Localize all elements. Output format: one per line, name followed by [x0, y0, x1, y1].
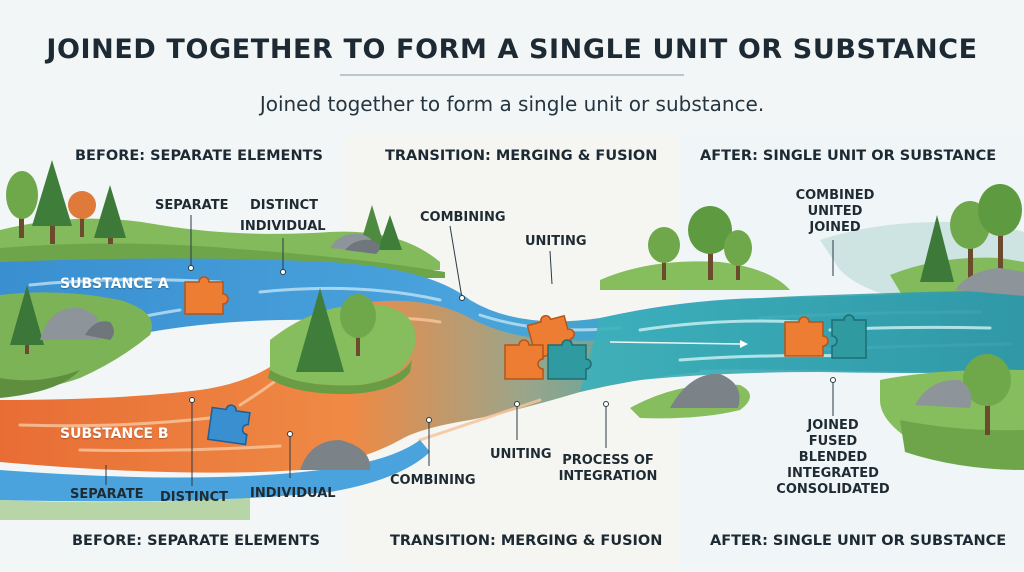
rock-icon: [300, 440, 371, 470]
after-bottom-label: CONSOLIDATED: [776, 482, 890, 497]
tree-icon: [688, 206, 732, 280]
section-transition-top: TRANSITION: MERGING & FUSION: [385, 148, 658, 164]
label-combining-top: COMBINING: [420, 210, 506, 225]
tree-icon: [94, 185, 126, 244]
label-distinct-top: DISTINCT: [250, 198, 318, 213]
puzzle-piece-icon: [784, 314, 867, 359]
rock-icon: [670, 373, 740, 408]
tree-icon: [360, 205, 384, 245]
label-process-of-integration: PROCESS OF INTEGRATION: [556, 453, 660, 485]
section-after-bottom: AFTER: SINGLE UNIT OR SUBSTANCE: [710, 533, 1007, 549]
tree-icon: [920, 215, 954, 282]
after-bottom-labels: JOINED FUSED BLENDED INTEGRATED CONSOLID…: [770, 418, 896, 498]
tree-icon: [68, 191, 96, 237]
process-line-1: PROCESS OF: [562, 453, 654, 468]
page-subtitle: Joined together to form a single unit or…: [259, 92, 765, 116]
label-separate-top: SEPARATE: [155, 198, 229, 213]
label-separate-bottom: SEPARATE: [70, 487, 144, 502]
tree-icon: [296, 288, 344, 372]
rock-icon: [955, 268, 1024, 296]
after-top-label: JOINED: [809, 220, 861, 235]
tree-icon: [340, 294, 376, 356]
tree-icon: [378, 215, 402, 250]
puzzle-piece-icon: [504, 314, 592, 380]
label-uniting-top: UNITING: [525, 234, 587, 249]
rock-icon: [330, 233, 380, 254]
after-bottom-label: BLENDED: [798, 450, 868, 465]
section-transition-bottom: TRANSITION: MERGING & FUSION: [390, 533, 663, 549]
after-top-label: COMBINED: [795, 188, 875, 203]
label-combining-bottom: COMBINING: [390, 473, 476, 488]
rock-icon: [40, 307, 114, 340]
section-before-bottom: BEFORE: SEPARATE ELEMENTS: [72, 533, 320, 549]
after-top-label: UNITED: [807, 204, 863, 219]
section-after-top: AFTER: SINGLE UNIT OR SUBSTANCE: [700, 148, 997, 164]
tree-icon: [10, 285, 44, 354]
substance-a-label: SUBSTANCE A: [60, 276, 169, 292]
tree-icon: [32, 160, 72, 244]
tree-icon: [6, 171, 38, 238]
label-uniting-bottom: UNITING: [490, 447, 552, 462]
section-before-top: BEFORE: SEPARATE ELEMENTS: [75, 148, 323, 164]
after-bottom-label: INTEGRATED: [787, 466, 879, 481]
after-top-labels: COMBINED UNITED JOINED: [780, 188, 890, 236]
puzzle-piece-icon: [206, 404, 251, 446]
after-bottom-label: JOINED: [807, 418, 859, 433]
label-individual-top: INDIVIDUAL: [240, 219, 326, 234]
label-individual-bottom: INDIVIDUAL: [250, 486, 336, 501]
tree-icon: [648, 227, 680, 280]
tree-icon: [963, 354, 1011, 435]
process-line-2: INTEGRATION: [558, 469, 658, 484]
label-distinct-bottom: DISTINCT: [160, 490, 228, 505]
rock-icon: [915, 379, 972, 408]
puzzle-piece-icon: [184, 276, 229, 315]
after-bottom-label: FUSED: [808, 434, 858, 449]
title-divider: [340, 74, 684, 76]
page-title: JOINED TOGETHER TO FORM A SINGLE UNIT OR…: [46, 34, 978, 65]
substance-b-label: SUBSTANCE B: [60, 426, 169, 442]
tree-icon: [724, 230, 752, 280]
tree-icon: [978, 184, 1022, 275]
